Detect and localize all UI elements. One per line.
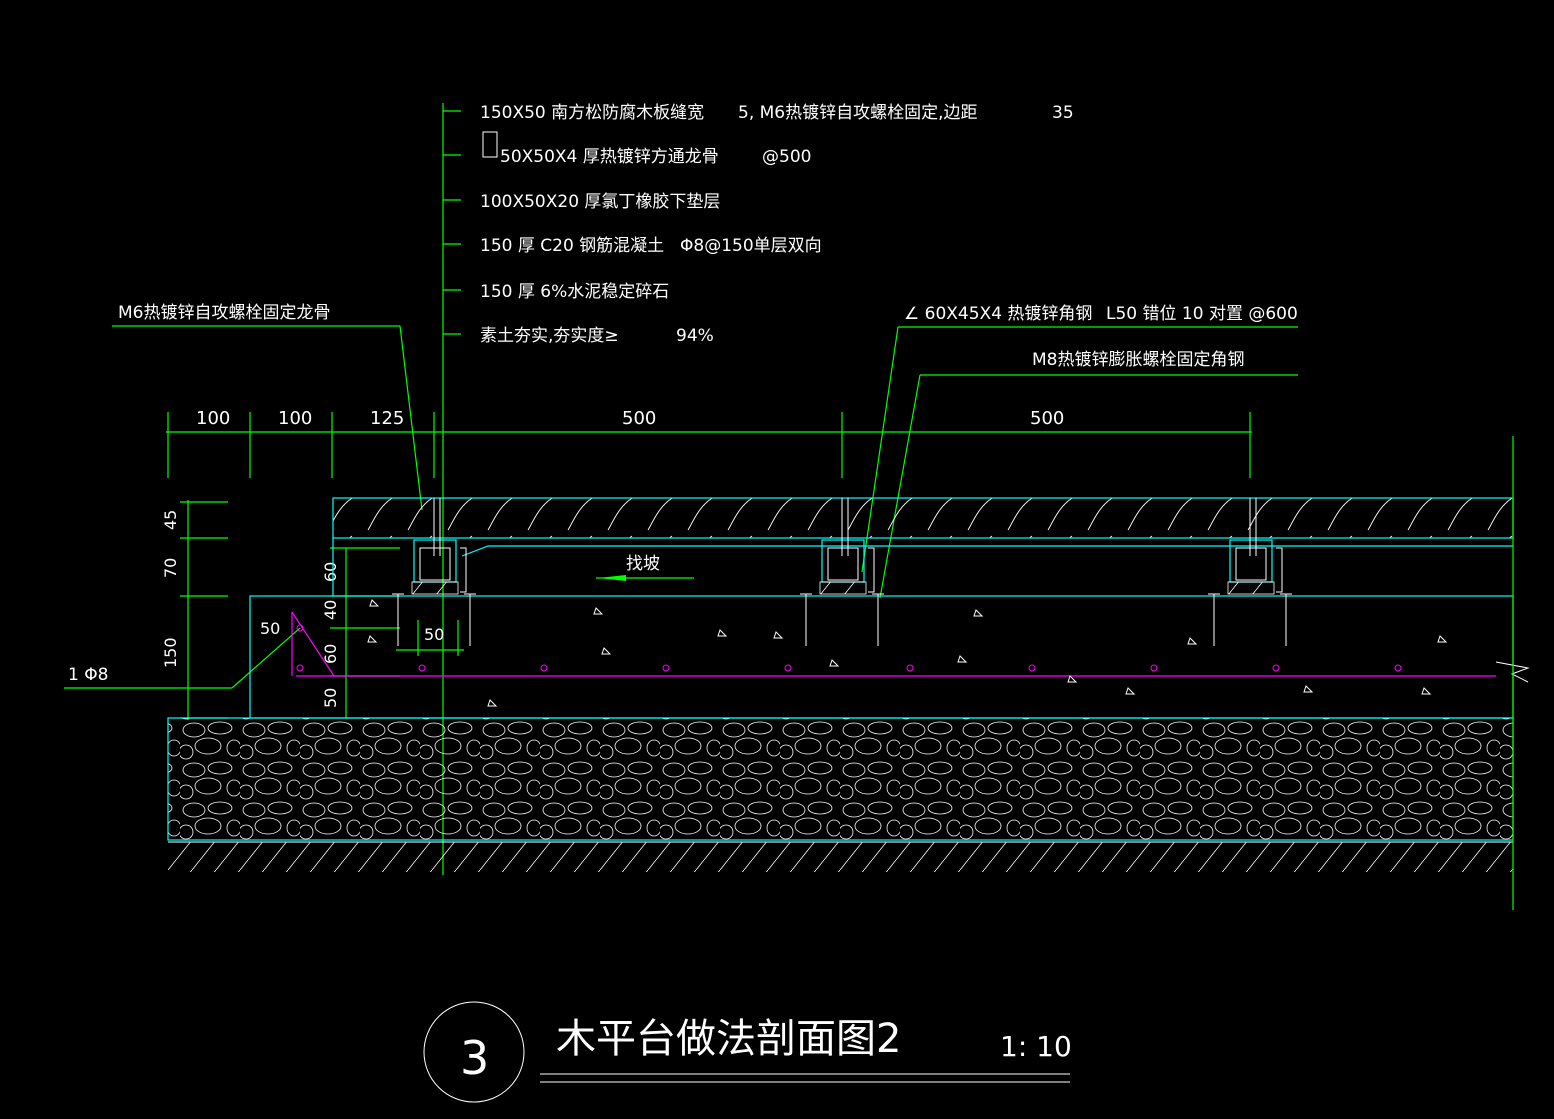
detail-number: 3 xyxy=(460,1031,489,1085)
note-5-text: 150 厚 6%水泥稳定碎石 xyxy=(480,282,669,302)
callout-slope: 找坡 xyxy=(626,554,660,574)
detail-number-circle xyxy=(423,1001,525,1103)
callout-anchor: L50 错位 10 对置 @600 xyxy=(1106,304,1298,324)
dim-inner-4: 50 xyxy=(321,688,340,708)
dim-top-1: 100 xyxy=(196,408,230,429)
callout-m8-bolt: M8热镀锌膨胀螺栓固定角钢 xyxy=(1032,350,1244,370)
dim-top-5: 500 xyxy=(1030,408,1064,429)
joist-3 xyxy=(1208,498,1292,646)
dim-top-4: 500 xyxy=(622,408,656,429)
callout-m6-screw: M6热镀锌自攻螺栓固定龙骨 xyxy=(118,303,330,323)
note-2-text: 50X50X4 厚热镀锌方通龙骨 xyxy=(500,147,719,167)
gravel-base xyxy=(167,717,1514,841)
dim-misc-2: 50 xyxy=(260,619,280,638)
note-1-text: 150X50 南方松防腐木板缝宽 xyxy=(480,103,704,123)
joist-1 xyxy=(392,498,476,646)
drawing-scale: 1: 10 xyxy=(1000,1030,1072,1063)
note-6-extra: 94% xyxy=(676,326,714,346)
note-1-extra: 5, M6热镀锌自攻螺栓固定,边距 xyxy=(738,103,978,123)
dim-left-1: 45 xyxy=(161,510,180,530)
callout-angle-steel: ∠ 60X45X4 热镀锌角钢 xyxy=(904,304,1092,324)
dim-left-2: 70 xyxy=(161,558,180,578)
title-block: 3 木平台做法剖面图2 1: 10 xyxy=(423,1001,1072,1103)
dim-misc-1: 50 xyxy=(424,625,444,644)
note-4-extra: Φ8@150单层双向 xyxy=(680,236,822,256)
note-6-text: 素土夯实,夯实度≥ xyxy=(480,326,619,346)
dim-left-3: 150 xyxy=(161,637,180,668)
wood-deck xyxy=(332,497,1514,557)
compacted-earth xyxy=(168,841,1513,872)
callouts: M6热镀锌自攻螺栓固定龙骨 ∠ 60X45X4 热镀锌角钢 L50 错位 10 … xyxy=(64,303,1298,689)
dim-top-3: 125 xyxy=(370,408,404,429)
note-4-text: 150 厚 C20 钢筋混凝土 xyxy=(480,236,664,256)
dim-top-2: 100 xyxy=(278,408,312,429)
aggregate-marks xyxy=(367,599,1448,707)
note-3-text: 100X50X20 厚氯丁橡胶下垫层 xyxy=(480,192,720,212)
dim-inner-3: 60 xyxy=(321,644,340,664)
dim-inner-1: 60 xyxy=(321,562,340,582)
dim-inner-2: 40 xyxy=(321,600,340,620)
callout-rebar: 1 Φ8 xyxy=(68,665,108,685)
note-2-extra: @500 xyxy=(762,147,811,167)
drawing-title: 木平台做法剖面图2 xyxy=(556,1016,901,1062)
note-1-value: 35 xyxy=(1052,103,1074,123)
rebar-dots xyxy=(296,624,1402,672)
top-dimensions: 100 100 125 500 500 xyxy=(166,408,1252,478)
joist-2 xyxy=(800,498,884,646)
joist-assemblies xyxy=(392,498,1292,646)
notes-list: 150X50 南方松防腐木板缝宽 5, M6热镀锌自攻螺栓固定,边距 35 50… xyxy=(480,103,1074,346)
